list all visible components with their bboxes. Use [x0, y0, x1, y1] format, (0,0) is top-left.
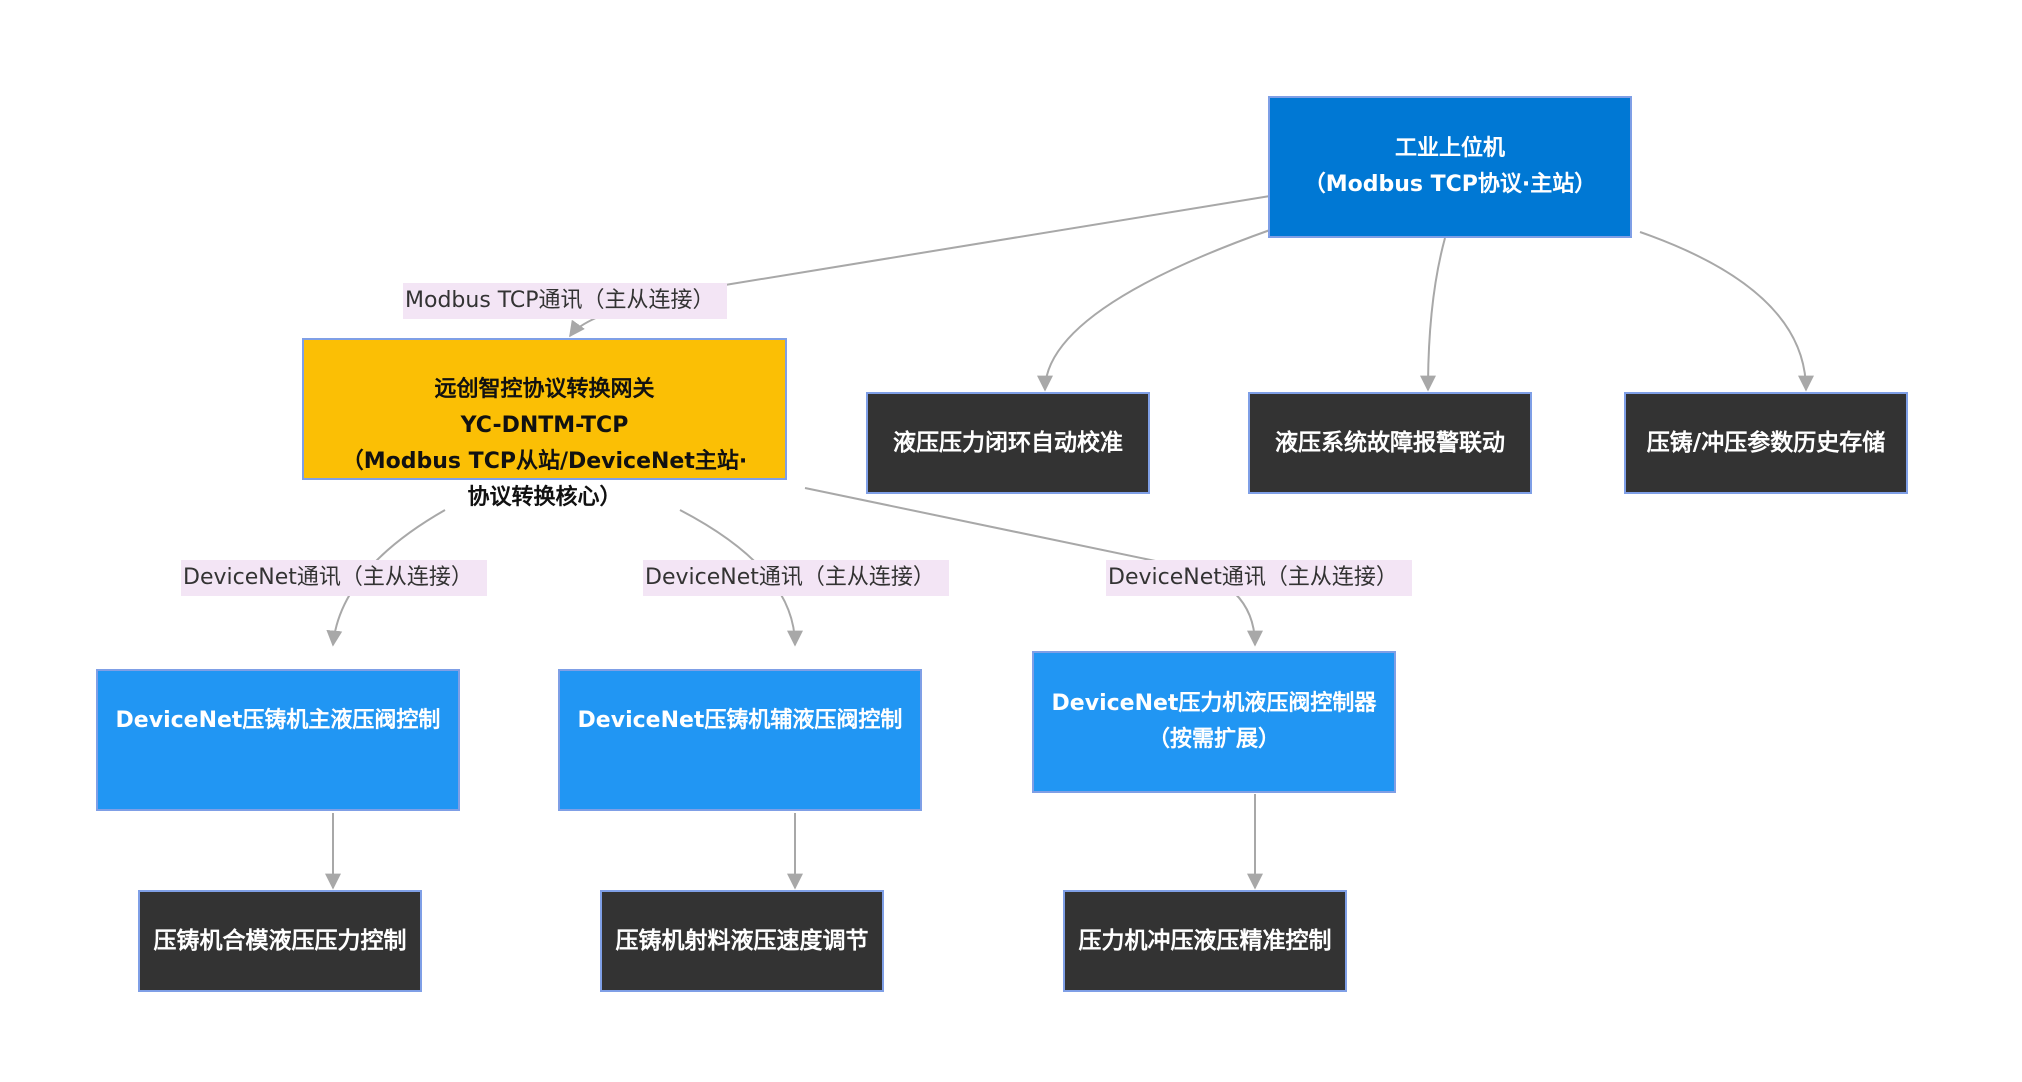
press-valve-line-1: DeviceNet压力机液压阀控制器 [1051, 691, 1377, 716]
press-valve-node: DeviceNet压力机液压阀控制器 （按需扩展） [1032, 651, 1396, 793]
gateway-node-line-4: 协议转换核心） [467, 485, 622, 510]
stamping-precision-node: 压力机冲压液压精准控制 [1063, 890, 1347, 992]
host-node: 工业上位机 （Modbus TCP协议·主站） [1268, 96, 1632, 238]
host-node-line-1: 工业上位机 [1394, 136, 1505, 161]
fault-alarm-node: 液压系统故障报警联动 [1248, 392, 1532, 494]
edge-label-devicenet-3: DeviceNet通讯（主从连接） [1106, 560, 1412, 596]
press-valve-line-2: （按需扩展） [1147, 727, 1280, 752]
gateway-node: 远创智控协议转换网关 YC-DNTM-TCP （Modbus TCP从站/Dev… [302, 338, 787, 510]
clamp-pressure-label: 压铸机合模液压压力控制 [153, 928, 407, 954]
stamping-precision-label: 压力机冲压液压精准控制 [1078, 928, 1332, 954]
host-node-line-2: （Modbus TCP协议·主站） [1303, 172, 1597, 197]
dc-main-valve-label: DeviceNet压铸机主液压阀控制 [115, 708, 441, 733]
shot-speed-label: 压铸机射料液压速度调节 [615, 928, 869, 954]
param-history-label: 压铸/冲压参数历史存储 [1646, 430, 1886, 456]
edge-host-to-hydraulic-loop [1037, 229, 1271, 392]
gateway-node-line-1: 远创智控协议转换网关 [434, 377, 655, 402]
gateway-node-line-3: （Modbus TCP从站/DeviceNet主站· [341, 449, 748, 474]
hydraulic-loop-node: 液压压力闭环自动校准 [866, 392, 1150, 494]
clamp-pressure-node: 压铸机合模液压压力控制 [138, 890, 422, 992]
edge-label-devicenet-2: DeviceNet通讯（主从连接） [643, 560, 949, 596]
dc-aux-valve-node: DeviceNet压铸机辅液压阀控制 [558, 669, 922, 811]
dc-main-valve-node: DeviceNet压铸机主液压阀控制 [96, 669, 460, 811]
edge-host-to-param-history [1639, 231, 1814, 392]
hydraulic-loop-label: 液压压力闭环自动校准 [893, 430, 1123, 456]
gateway-node-line-2: YC-DNTM-TCP [460, 413, 629, 438]
param-history-node: 压铸/冲压参数历史存储 [1624, 392, 1908, 494]
fault-alarm-label: 液压系统故障报警联动 [1275, 430, 1505, 456]
shot-speed-node: 压铸机射料液压速度调节 [600, 890, 884, 992]
edge-label-devicenet-1: DeviceNet通讯（主从连接） [181, 560, 487, 596]
dc-aux-valve-label: DeviceNet压铸机辅液压阀控制 [577, 708, 903, 733]
edge-label-modbus: Modbus TCP通讯（主从连接） [403, 283, 727, 319]
edge-host-to-fault-alarm [1420, 237, 1446, 392]
